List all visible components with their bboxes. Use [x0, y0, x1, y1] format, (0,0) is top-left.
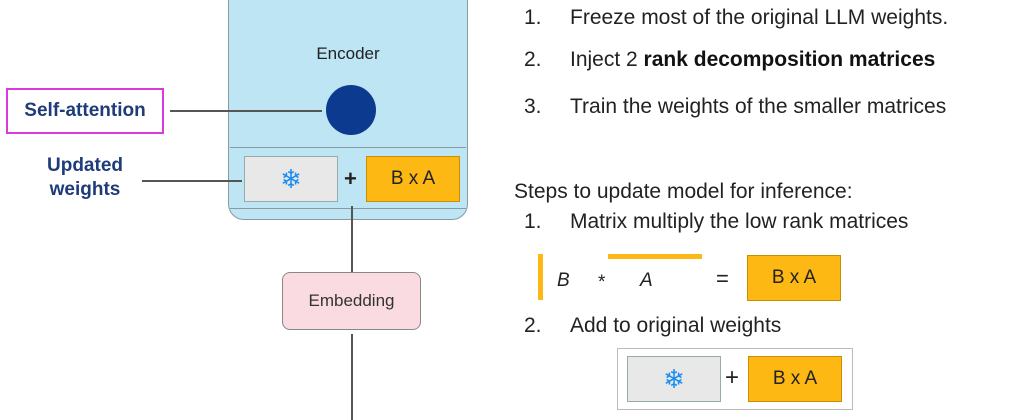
weights-band [230, 147, 466, 209]
updated-weights-arrow [142, 180, 242, 182]
updated-weights-line2: weights [49, 179, 121, 200]
step-1-num: 1. [524, 6, 542, 29]
self-attention-label: Self-attention [24, 100, 146, 121]
encoder-label: Encoder [316, 44, 380, 63]
step-2-bold: rank decomposition matrices [643, 48, 936, 71]
inference-heading: Steps to update model for inference: [514, 180, 853, 203]
matrix-b-bar [538, 254, 543, 300]
step-1: 1. Freeze most of the original LLM weight… [524, 6, 948, 30]
step-2-text: Inject 2 [570, 48, 644, 71]
sum-bxa-box: B x A [748, 356, 842, 402]
self-attention-node [326, 85, 376, 135]
inference-step-1-num: 1. [524, 210, 542, 233]
inference-step-1: 1. Matrix multiply the low rank matrices [524, 210, 908, 234]
sum-frozen-box: ❄ [627, 356, 721, 402]
embedding-to-encoder-arrow [351, 206, 353, 272]
equals-sign: = [716, 266, 729, 291]
inference-step-2: 2. Add to original weights [524, 314, 781, 338]
step-3-num: 3. [524, 95, 542, 118]
updated-weights-label: Updated weights [30, 154, 140, 202]
embedding-box: Embedding [282, 272, 421, 330]
times-sign: * [598, 272, 606, 293]
self-attention-arrow [170, 110, 322, 112]
frozen-weights-box: ❄ [244, 156, 338, 202]
self-attention-label-box: Self-attention [6, 88, 164, 134]
inference-step-1-text: Matrix multiply the low rank matrices [570, 210, 909, 233]
matrix-a-label: A [640, 270, 653, 291]
bxa-box: B x A [366, 156, 460, 202]
sum-container [617, 348, 853, 410]
matrix-b-label: B [557, 270, 570, 291]
inference-step-2-text: Add to original weights [570, 314, 782, 337]
step-3-text: Train the weights of the smaller matrice… [570, 95, 947, 118]
snowflake-icon: ❄ [280, 164, 302, 194]
input-arrow [351, 334, 353, 420]
matrix-a-bar [608, 254, 702, 259]
inference-step-2-num: 2. [524, 314, 542, 337]
result-bxa-box: B x A [747, 255, 841, 301]
sum-plus-sign: + [725, 364, 740, 391]
plus-sign: + [344, 166, 357, 191]
snowflake-icon: ❄ [663, 364, 685, 394]
updated-weights-line1: Updated [47, 155, 123, 176]
step-2-num: 2. [524, 48, 542, 71]
step-3: 3. Train the weights of the smaller matri… [524, 95, 946, 119]
step-2: 2. Inject 2 rank decomposition matrices [524, 48, 935, 72]
step-1-text: Freeze most of the original LLM weights. [570, 6, 949, 29]
